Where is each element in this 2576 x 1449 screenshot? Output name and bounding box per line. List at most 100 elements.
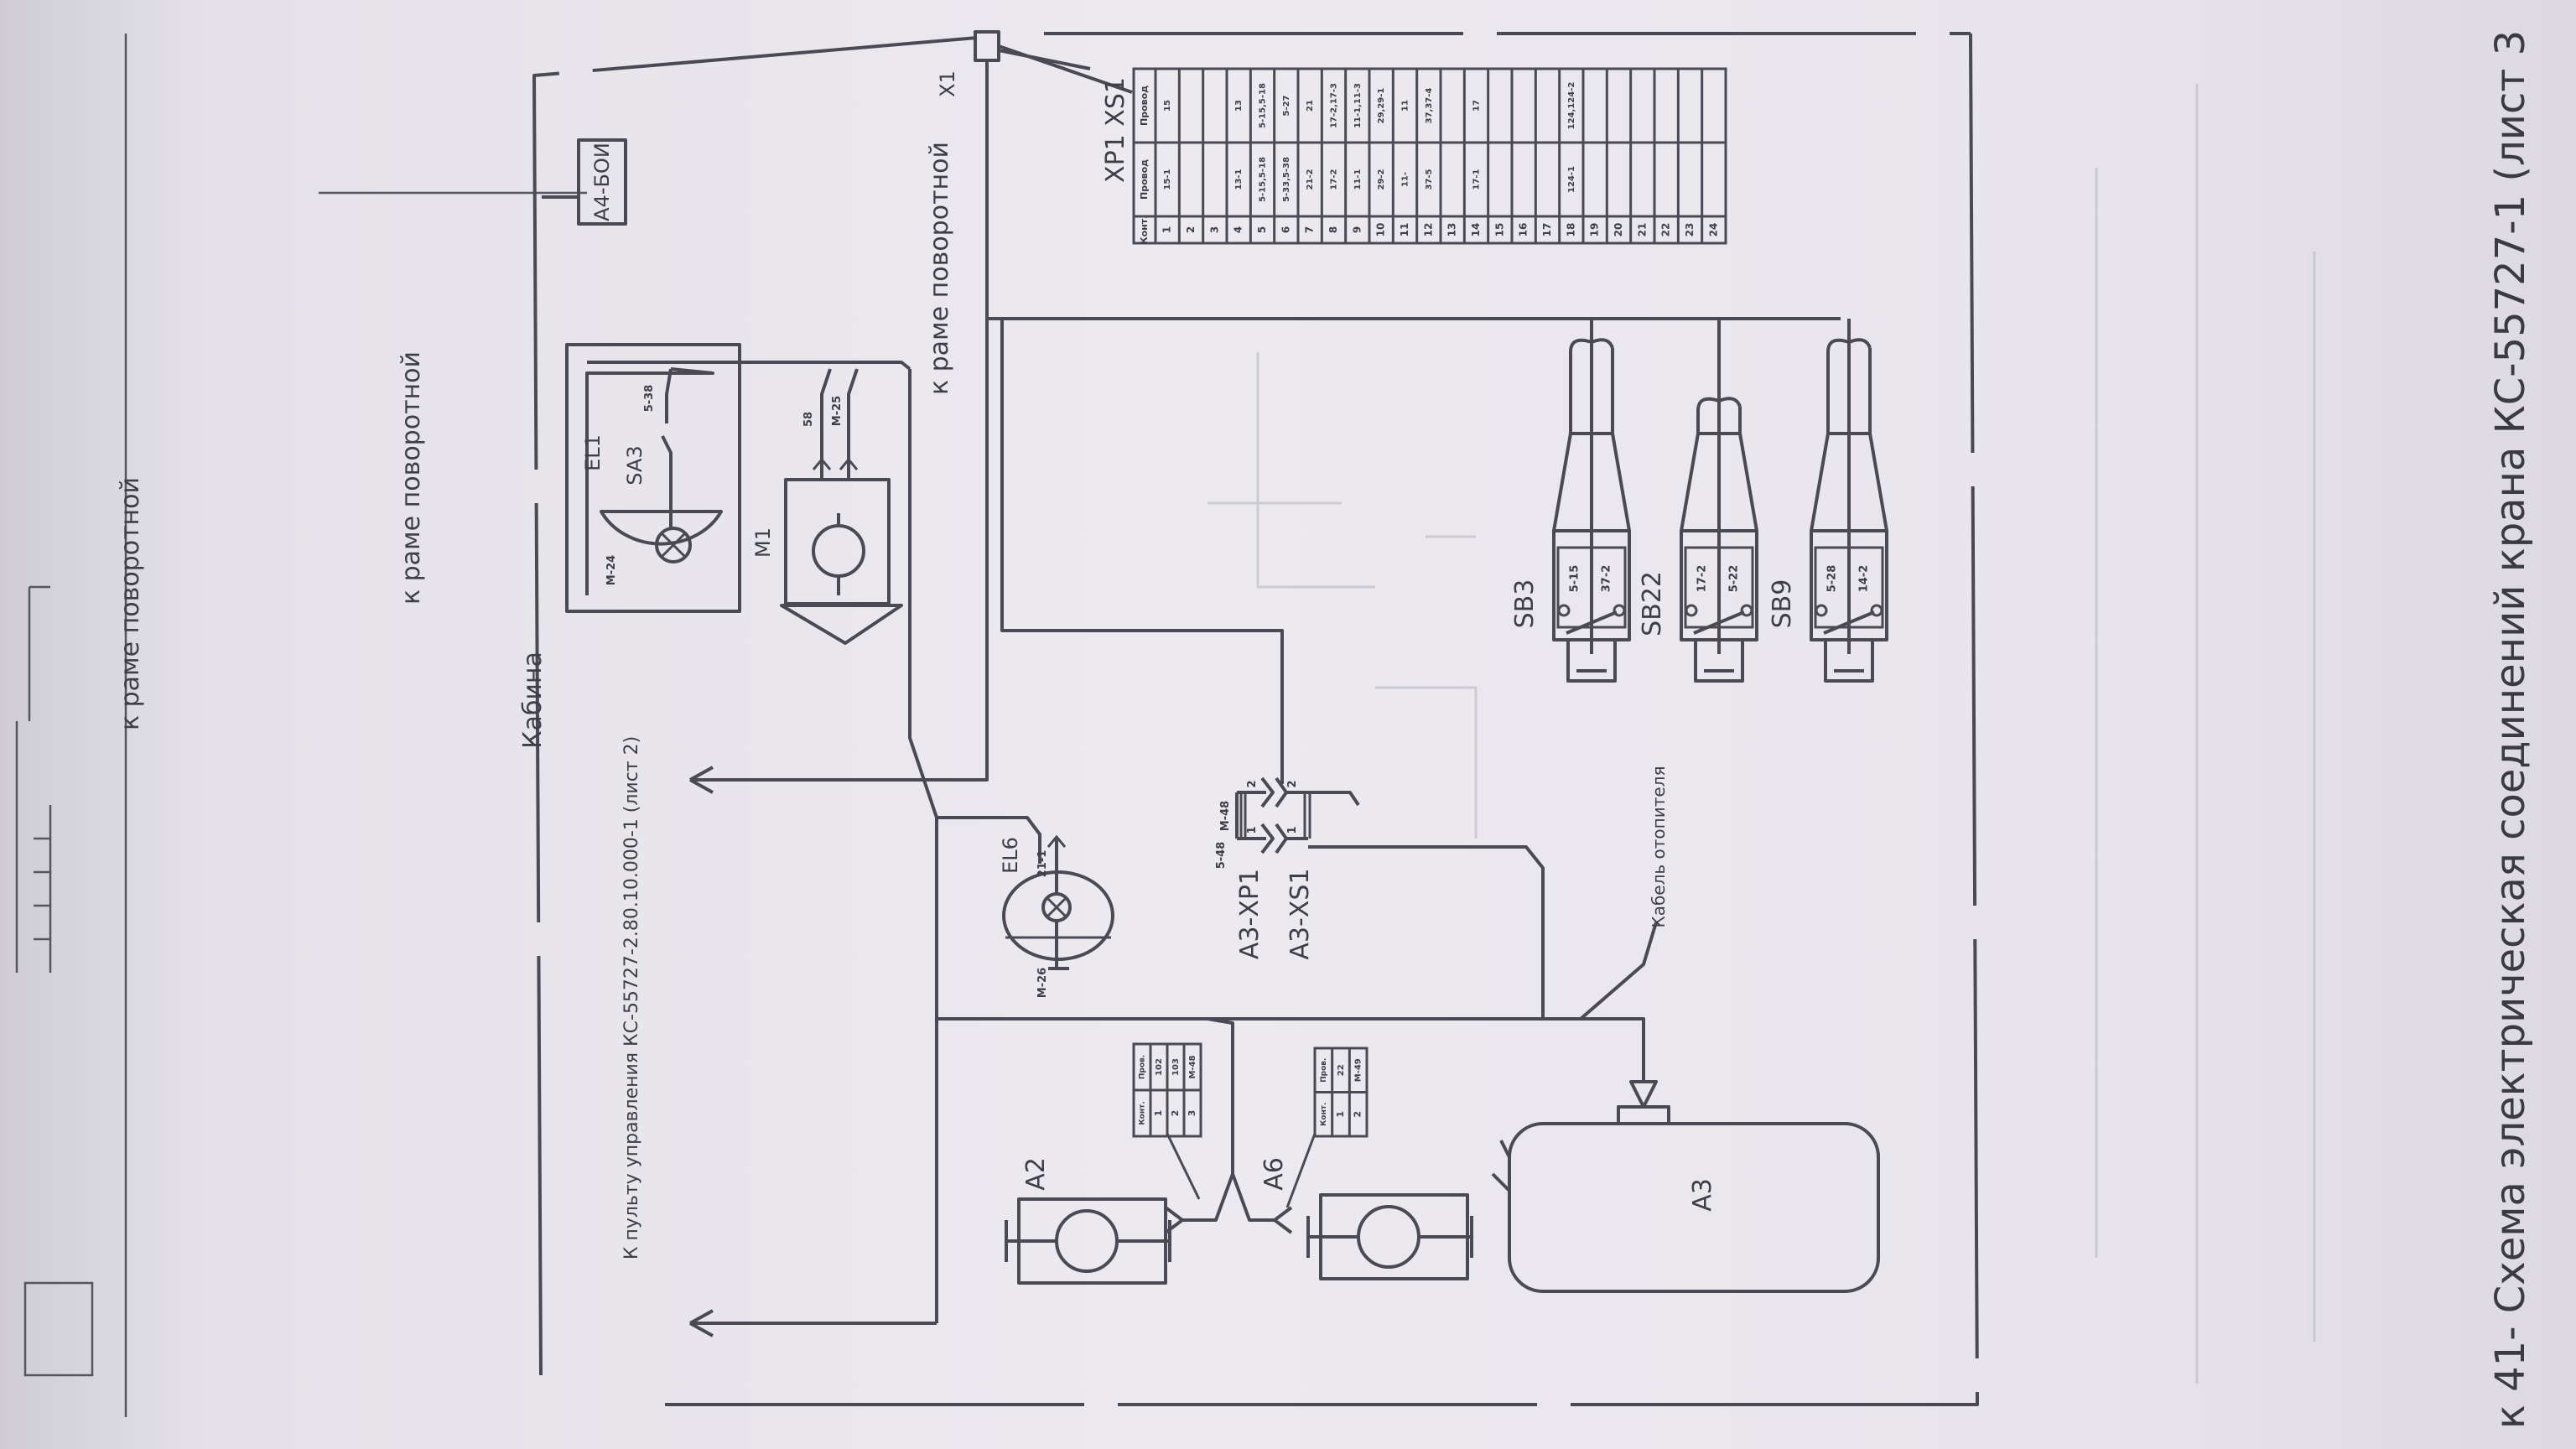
xp1-wire: 21-2 (1306, 169, 1315, 190)
a2-motor[interactable]: А2 (1005, 1017, 1234, 1285)
a3-heater[interactable]: А3 (1491, 1080, 1880, 1293)
xs1-wire: 37,37-4 (1425, 88, 1434, 124)
xp1-wire: 17-2 (1330, 169, 1339, 190)
el6-lamp[interactable]: EL6 21-1 М-26 (999, 834, 1114, 998)
a3-xp1-xs1-connector[interactable]: М-48 5-48 2 1 2 1 А3-XP1 А3-XS1 (1215, 776, 1360, 960)
pin-number: 12 (1422, 223, 1434, 237)
xs1-wire: 17 (1472, 100, 1482, 112)
table-header: Пров. (1320, 1058, 1328, 1083)
cabin-boundary (532, 32, 1979, 1406)
pin-number: 5 (1256, 226, 1268, 233)
xs1-wire: 29,29-1 (1377, 88, 1386, 124)
to-frame-label: к раме поворотной (116, 477, 145, 730)
wire-mark: М-25 (831, 396, 844, 426)
a2-label: А2 (1021, 1157, 1051, 1191)
xs1-wire: 17-2,17-3 (1330, 83, 1339, 128)
pin-number: 4 (1233, 226, 1244, 233)
wire-mark: М-24 (605, 555, 618, 585)
pin-number: 24 (1707, 223, 1719, 237)
wire-mark: М-26 (1036, 968, 1049, 998)
pin-number: 1 (1161, 226, 1173, 233)
xs1-wire: 13 (1234, 100, 1244, 112)
a4-boi-block[interactable] (577, 138, 627, 226)
pin-number: 1 (1246, 826, 1259, 834)
table-header: Пров. (1139, 1055, 1147, 1079)
x1-terminal[interactable] (974, 30, 1000, 62)
wire-mark: 5-15 (1569, 565, 1581, 593)
to-control-panel-label: К пульту управления КС-55727-2.80.10.000… (621, 736, 642, 1259)
table-header: Конт. (1139, 1101, 1147, 1124)
pin-number: 22 (1660, 223, 1672, 237)
xs1-wire: 11 (1401, 100, 1410, 112)
sb9-label: SB9 (1768, 579, 1797, 629)
pin-number: 15 (1493, 223, 1505, 237)
to-frame-label: к раме поворотной (925, 142, 954, 395)
xp1-wire: 17-1 (1472, 169, 1482, 190)
wire-mark: 17-2 (1696, 565, 1709, 593)
pin-number: 13 (1446, 223, 1458, 237)
xp1-wire: 29-2 (1377, 169, 1386, 190)
sb3-label: SB3 (1510, 579, 1540, 629)
adjacent-sheet-fragment (15, 34, 587, 1417)
main-bus-wire (690, 60, 1841, 782)
figure-caption: к 41- Схема электрическая соединений кра… (2487, 30, 2534, 1429)
a6-motor[interactable]: А6 (1231, 1133, 1473, 1280)
xp1-wire: 11- (1401, 172, 1410, 187)
wire-mark: 5-22 (1728, 565, 1741, 593)
pin-number: 3 (1187, 1110, 1197, 1117)
xp1-wire: 124-1 (1567, 166, 1576, 193)
a4-boi-label: А4-БОИ (590, 143, 614, 221)
wire-mark: 22 (1337, 1064, 1346, 1076)
wire-mark: 14-2 (1858, 565, 1871, 593)
pin-number: 21 (1636, 223, 1648, 237)
wire-mark: М-49 (1354, 1058, 1363, 1082)
pin-number: 2 (1185, 226, 1197, 233)
pin-number: 14 (1470, 223, 1482, 237)
table-header: Конт. (1320, 1103, 1328, 1126)
xs1-wire: 5-27 (1282, 95, 1291, 116)
sa3-label: SA3 (623, 445, 647, 485)
xp1-wire: 15-1 (1163, 169, 1172, 190)
xs1-wire: 21 (1306, 100, 1315, 112)
cabin-label: Кабина (518, 652, 548, 749)
el1-lamp-sa3-switch[interactable]: EL1 SA3 М-24 5-38 (565, 343, 741, 613)
m1-motor[interactable]: M1 58 М-25 (587, 361, 911, 645)
xp1-wire: 11-1 (1353, 169, 1363, 190)
wire-mark: 37-2 (1601, 565, 1613, 593)
wire-mark: 102 (1155, 1058, 1164, 1076)
el1-label: EL1 (581, 434, 605, 471)
pin-number: 23 (1684, 223, 1696, 237)
pin-number: 2 (1170, 1110, 1181, 1117)
a3-label: А3 (1688, 1178, 1717, 1212)
heater-cable-label: Кабель отопителя (1649, 766, 1669, 928)
pin-number: 6 (1280, 226, 1291, 233)
el6-label: EL6 (999, 837, 1022, 874)
wire-mark: 5-48 (1215, 842, 1228, 870)
bleed-through (1208, 84, 2316, 1384)
pin-number: 2 (1353, 1111, 1363, 1118)
xs1-wire: 15 (1163, 100, 1172, 112)
wire-mark: М-48 (1188, 1055, 1197, 1078)
wire-mark: 58 (802, 412, 815, 427)
m1-label: M1 (751, 527, 775, 558)
table-header: Провод (1139, 159, 1150, 200)
pin-number: 17 (1541, 223, 1553, 237)
pin-number: 8 (1327, 226, 1339, 233)
table-header: Конт. (1139, 216, 1150, 245)
xs1-wire: 11-1,11-3 (1353, 83, 1363, 128)
a3-xp1-label: А3-XP1 (1235, 869, 1265, 959)
wire-mark: 5-28 (1826, 565, 1839, 593)
heater-cable (1579, 922, 1658, 1021)
wire-mark: М-48 (1219, 801, 1232, 831)
wire-mark: 5-38 (643, 385, 656, 413)
pin-number: 9 (1351, 226, 1363, 233)
pin-number: 1 (1335, 1111, 1346, 1118)
xp1-wire: 5-33,5-38 (1282, 157, 1291, 202)
a3-xs1-label: А3-XS1 (1285, 868, 1315, 959)
